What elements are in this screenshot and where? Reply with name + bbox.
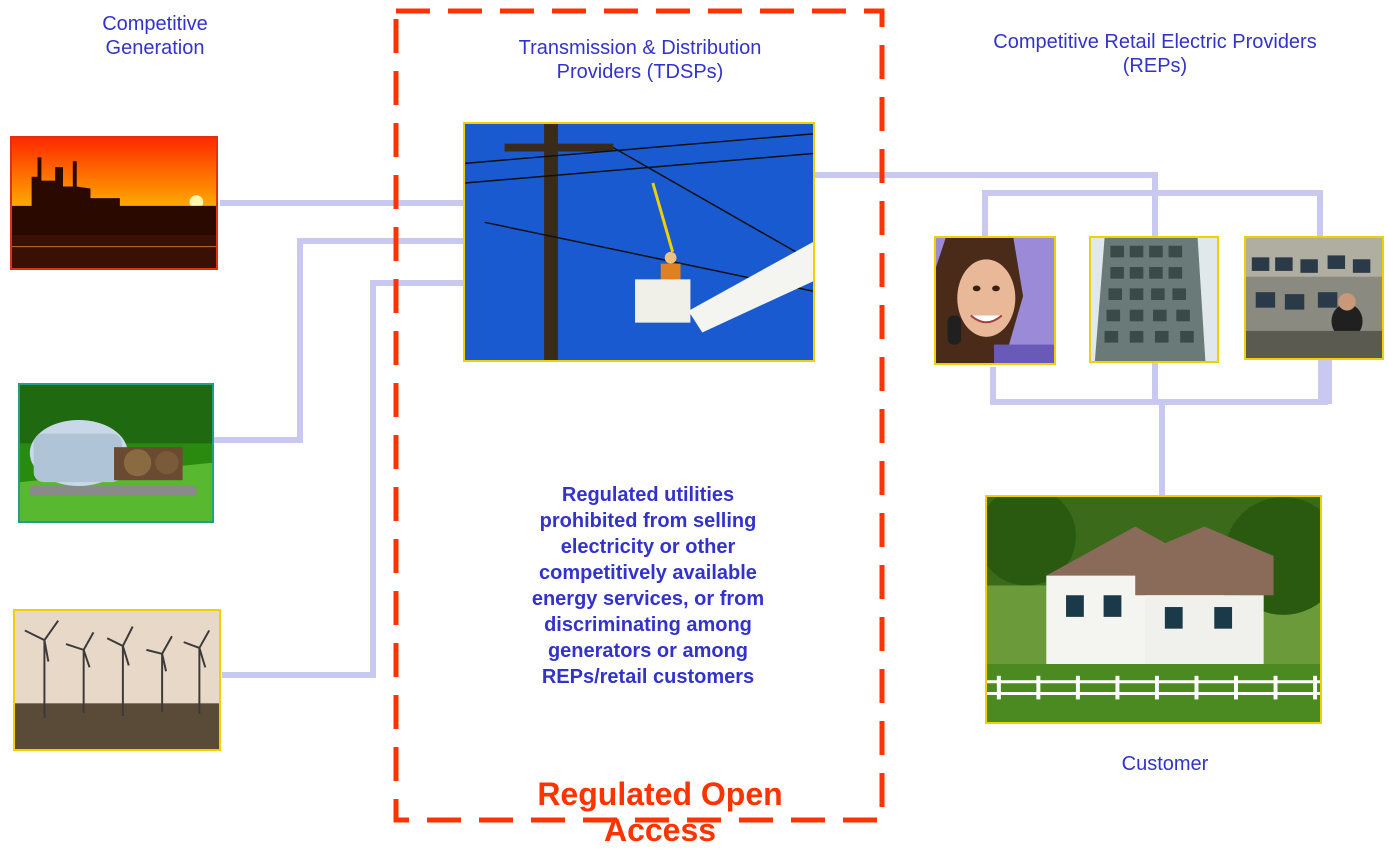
wire-reps-top [982,190,1323,236]
utility-lineman-image [463,122,815,362]
turbine-generator-image [18,383,214,523]
customer-label: Customer [1121,753,1209,775]
wire-tdsp-reps [815,172,1158,236]
wind-farm-image [13,609,221,751]
wire-wind-farm [222,280,465,678]
sunset-power-plant-image [10,136,218,270]
control-room-image [1244,236,1384,360]
regulated-boundary [393,8,885,823]
customer-house-image [985,495,1322,724]
generation-label: Competitive Generation [102,13,208,59]
open-access-label: Regulated Open Access [537,776,783,848]
reps-label: Competitive Retail Electric Providers (R… [993,31,1317,77]
call-center-agent-image [934,236,1056,365]
wire-turbine [205,238,465,443]
regulation-note: Regulated utilities prohibited from sell… [531,484,765,688]
wire-reps-bottom [990,360,1328,405]
office-building-image [1089,236,1219,363]
wire-joint [1318,358,1332,404]
tdsp-label: Transmission & Distribution Providers (T… [518,37,762,83]
